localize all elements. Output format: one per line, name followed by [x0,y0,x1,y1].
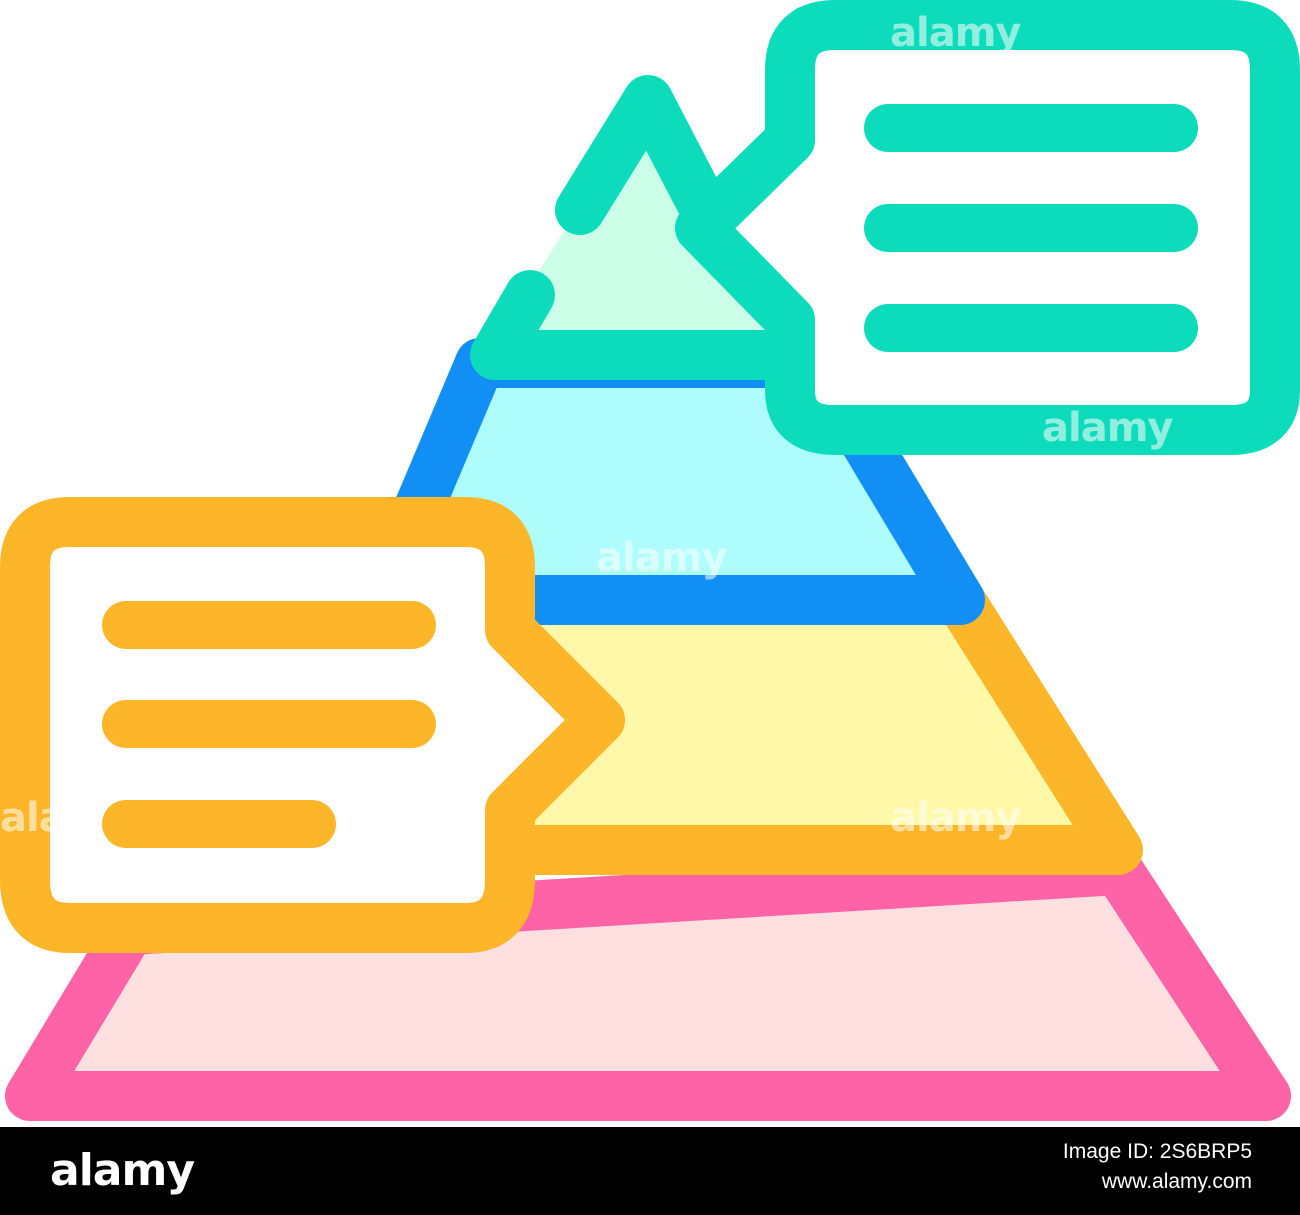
watermark: alamy [1042,405,1173,451]
watermark: alamy [596,535,727,581]
image-id-block: Image ID: 2S6BRP5 www.alamy.com [1063,1137,1252,1197]
stock-footer-bar: alamy Image ID: 2S6BRP5 www.alamy.com [0,1127,1300,1215]
pyramid-bubbles-icon [0,0,1300,1121]
left-bubble-text-lines [102,601,436,848]
right-bubble-text-lines [864,104,1198,352]
watermark: alamy [890,10,1021,56]
image-id-text: Image ID: 2S6BRP5 [1062,1140,1252,1163]
pyramid-top-base-line [470,270,815,380]
alamy-logo: alamy [50,1145,195,1196]
watermark: ala [0,795,66,841]
site-url-text: www.alamy.com [1101,1170,1252,1193]
pyramid-top-outline [555,75,725,235]
watermark: alamy [890,795,1021,841]
